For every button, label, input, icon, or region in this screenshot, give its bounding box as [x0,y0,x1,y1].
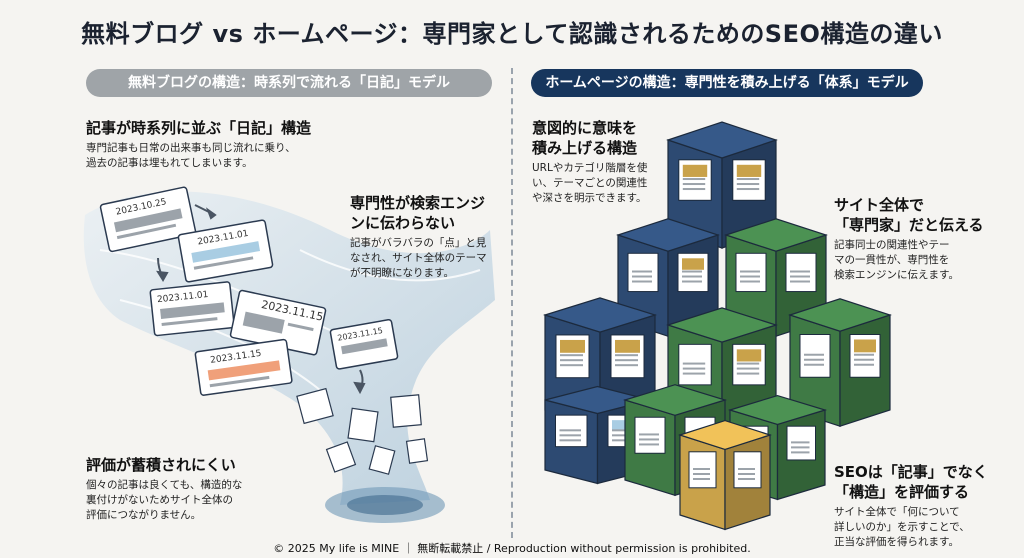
point-title: サイト全体で 「専門家」だと伝える [834,196,984,234]
right-point-seo: SEOは「記事」でなく 「構造」を評価する サイト全体で「何について 詳しいのか… [834,462,1014,550]
footer-copyright: © 2025 My life is MINE ｜ 無断転載禁止 / Reprod… [273,542,751,555]
right-point-expert: サイト全体で 「専門家」だと伝える 記事同士の関連性やテー マの一貫性が、専門性… [834,195,1004,283]
content-cube [666,121,778,249]
point-body: 記事がバラバラの「点」と見 なされ、サイト全体のテーマ が不明瞭になります。 [350,237,487,279]
point-title: 意図的に意味を 積み上げる構造 [532,119,638,157]
date-card: 2023.11.01 [149,281,235,337]
date-card: 2023.11.15 [229,289,327,356]
date-card: 2023.11.15 [329,318,399,370]
date-card: 2023.11.15 [194,338,293,396]
left-point-evaluation: 評価が蓄積されにくい 個々の記事は良くても、構造的な 裏付けがないためサイト全体… [86,455,316,523]
left-section-header: 無料ブログの構造：時系列で流れる「日記」モデル [86,69,492,97]
point-title: 記事が時系列に並ぶ「日記」構造 [86,119,312,137]
left-point-expertise: 専門性が検索エンジ ンに伝わらない 記事がバラバラの「点」と見 なされ、サイト全… [350,193,520,281]
date-cards: 2023.10.25 2023.11.01 2023.11.01 2023.11… [99,186,429,475]
date-card: 2023.11.01 [177,219,274,283]
center-divider [511,68,513,538]
right-point-structure: 意図的に意味を 積み上げる構造 URLやカテゴリ階層を使 い、テーマごとの関連性… [532,118,682,206]
flow-arrows [156,204,366,395]
point-body: 記事同士の関連性やテー マの一貫性が、専門性を 検索エンジンに伝えます。 [834,239,959,281]
content-cube [788,298,892,428]
right-section-header: ホームページの構造：専門性を積み上げる「体系」モデル [531,69,923,97]
point-title: SEOは「記事」でなく 「構造」を評価する [834,463,988,501]
point-title: 専門性が検索エンジ ンに伝わらない [350,194,486,232]
point-title: 評価が蓄積されにくい [86,456,236,474]
date-card: 2023.10.25 [99,186,197,253]
page-title: 無料ブログ vs ホームページ：専門家として認識されるためのSEO構造の違い [81,20,943,48]
left-point-timeline: 記事が時系列に並ぶ「日記」構造 専門記事も日常の出来事も同じ流れに乗り、 過去の… [86,118,416,171]
point-body: サイト全体で「何について 詳しいのか」を示すことで、 正当な評価を得られます。 [834,506,970,548]
point-body: URLやカテゴリ階層を使 い、テーマごとの関連性 や深さを明示できます。 [532,162,648,204]
point-body: 個々の記事は良くても、構造的な 裏付けがないためサイト全体の 評価につながりませ… [86,479,243,521]
content-cube [678,419,772,531]
point-body: 専門記事も日常の出来事も同じ流れに乗り、 過去の記事は埋もれてしまいます。 [86,142,296,169]
